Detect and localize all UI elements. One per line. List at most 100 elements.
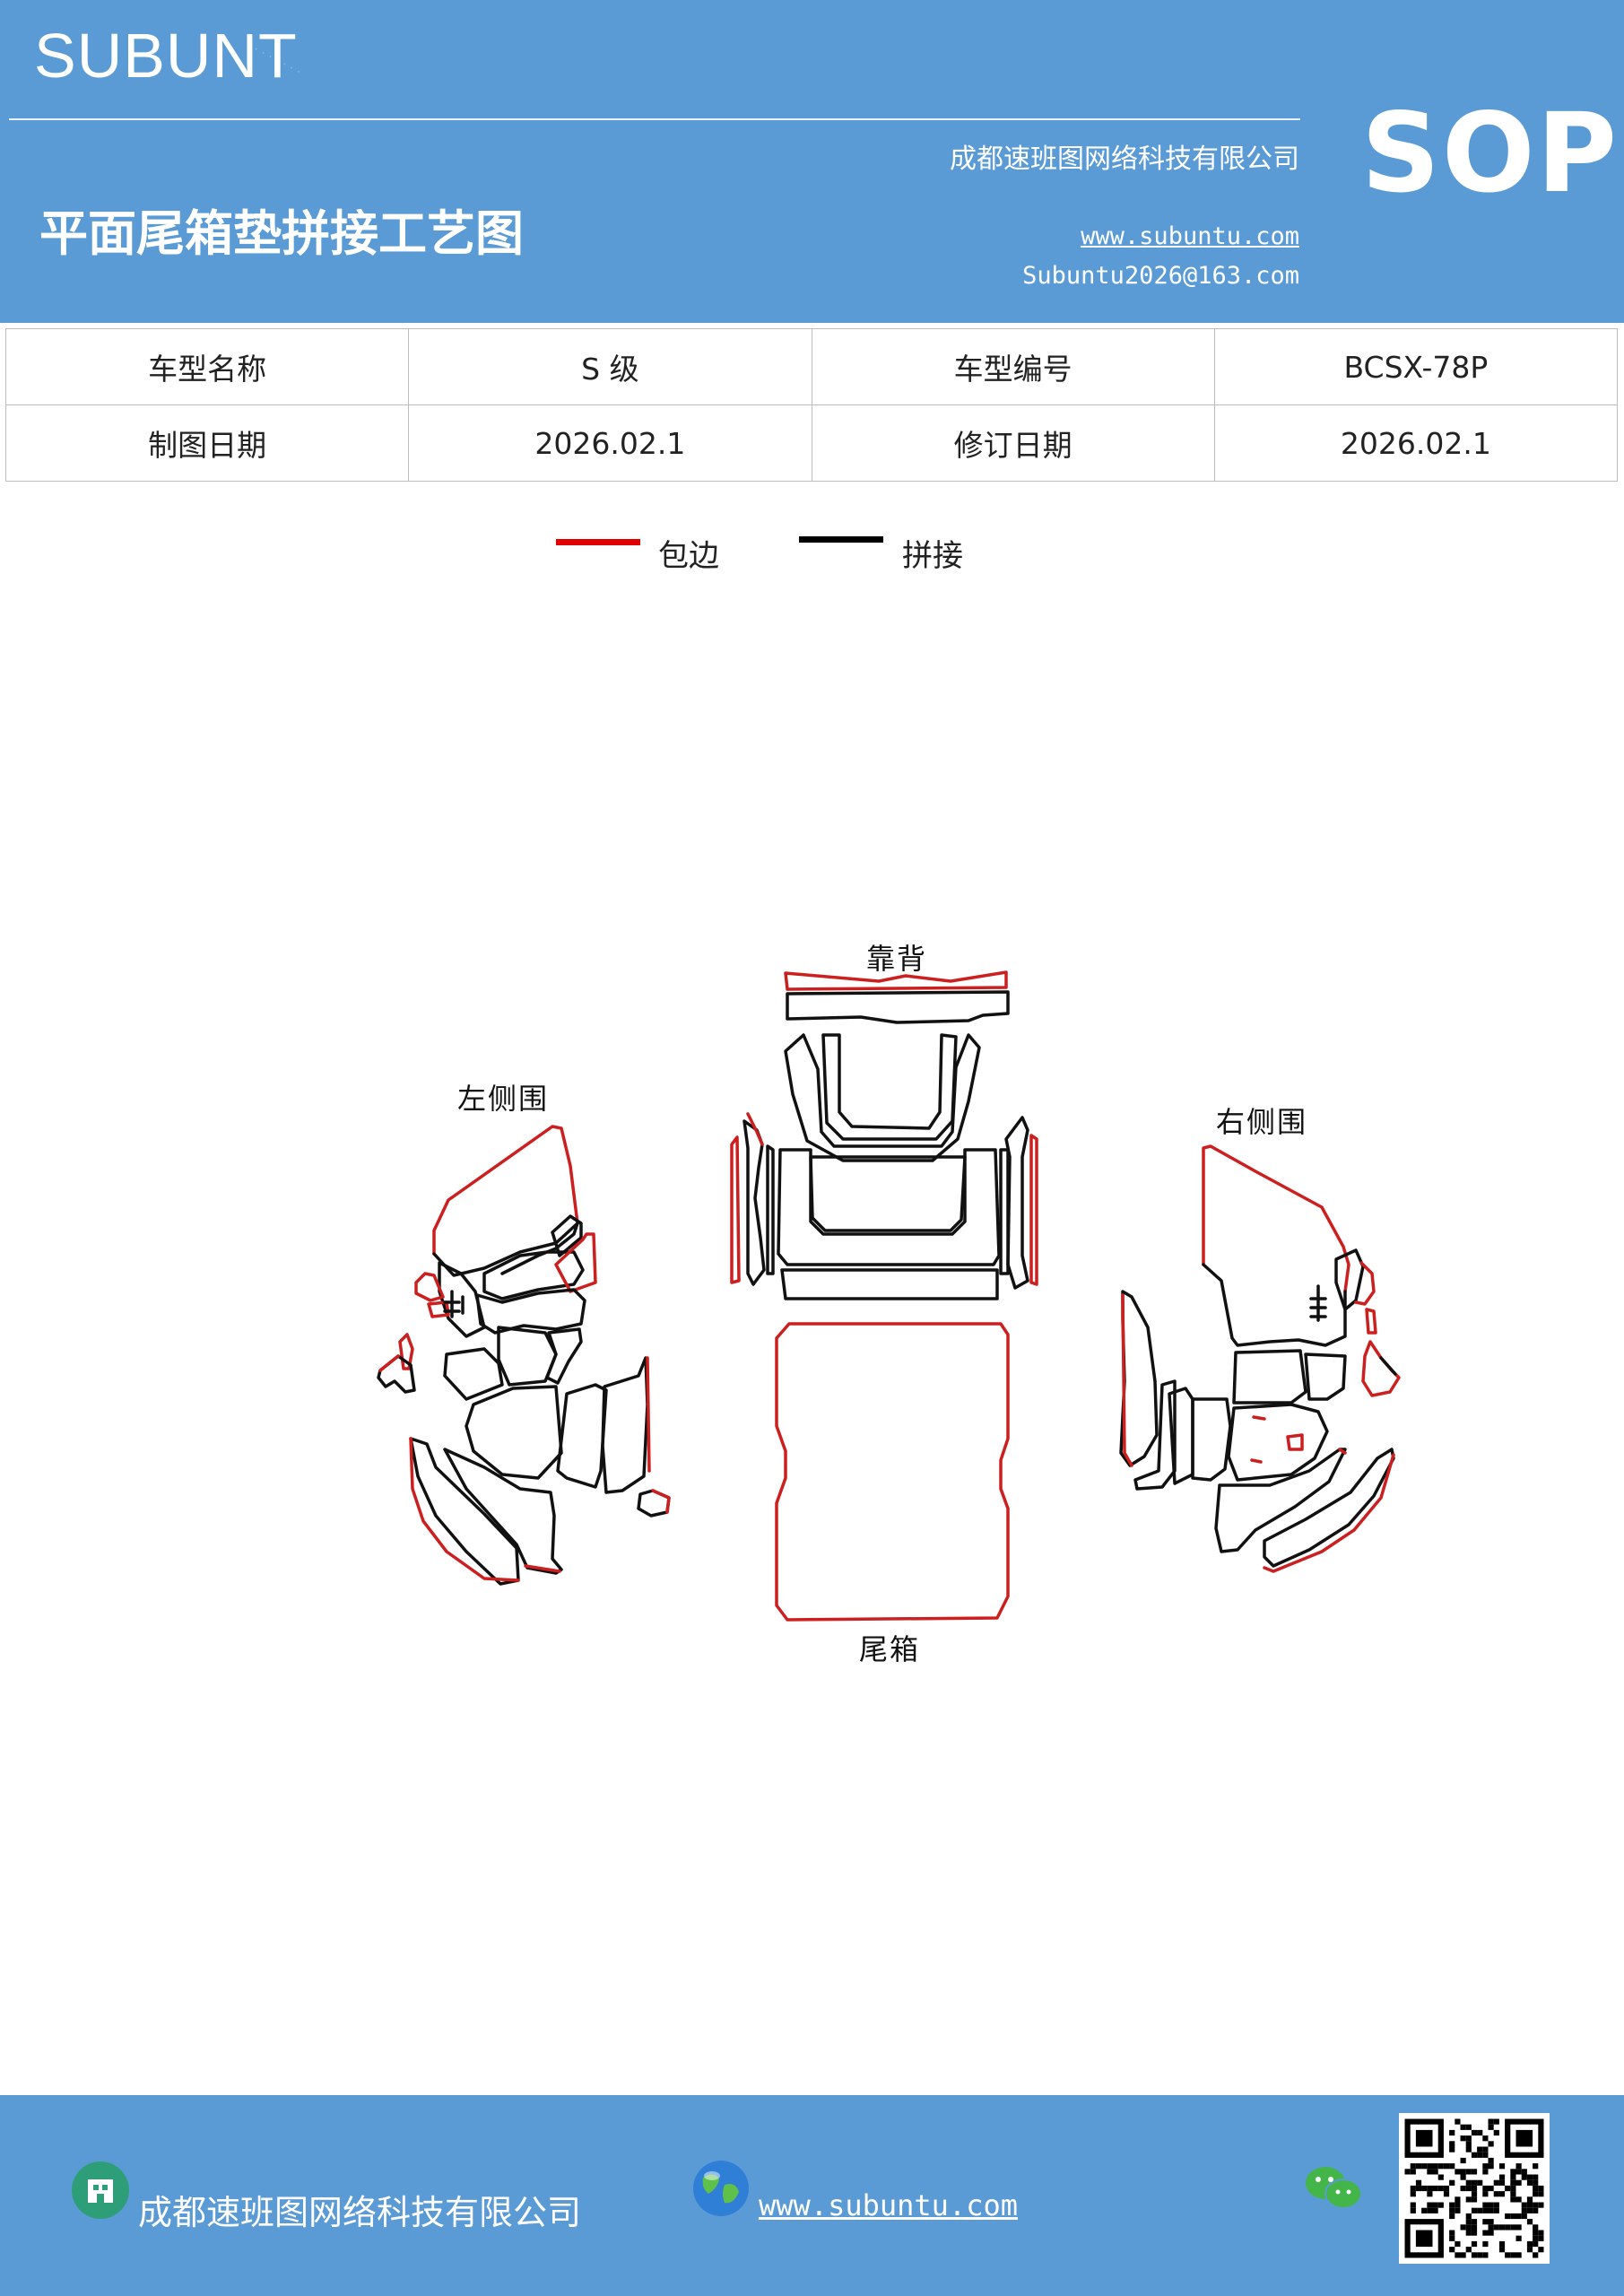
left-upper-panel-edge: [432, 1125, 579, 1256]
header-company: 成都速班图网络科技有限公司: [950, 144, 1299, 175]
right-panel-f: [1168, 1387, 1194, 1485]
left-lower-panel-2-edge: [524, 1564, 561, 1573]
backrest-left-side-2-edge: [746, 1112, 764, 1146]
right-panel-b: [1232, 1349, 1307, 1405]
legend-label-splice: 拼接: [902, 538, 963, 574]
label-right-side: 右侧围: [1216, 1105, 1308, 1139]
header-url-link[interactable]: www.subuntu.com: [1081, 222, 1299, 250]
left-small-piece-1: [414, 1272, 445, 1302]
left-claw: [377, 1354, 416, 1394]
table-cell: 修订日期: [811, 404, 1215, 482]
left-panel-g: [545, 1327, 583, 1385]
backrest-group: [730, 970, 1038, 1300]
right-lower-panel: [1214, 1448, 1347, 1553]
table-cell: 2026.02.1: [408, 404, 812, 482]
backrest-strip: [786, 990, 1010, 1024]
table-cell: 车型编号: [811, 328, 1215, 405]
wechat-icon: [1306, 2167, 1362, 2209]
info-table: 车型名称 S 级 车型编号 BCSX-78P 制图日期 2026.02.1 修订…: [4, 328, 1619, 482]
backrest-right-side-1: [1004, 1116, 1029, 1290]
right-lower-panel-2-edge: [1263, 1453, 1395, 1573]
right-upper-panel: [1202, 1263, 1347, 1347]
right-panel-a: [1334, 1248, 1365, 1311]
right-panel-d-edge: [1121, 1293, 1133, 1467]
right-panel-d: [1119, 1290, 1159, 1467]
left-lower-panel-2: [443, 1448, 563, 1575]
legend: 包边 拼接: [0, 520, 1624, 574]
left-thin-piece: [398, 1333, 414, 1370]
backrest-top-strip: [784, 970, 1008, 991]
backrest-right-edge: [1029, 1134, 1038, 1286]
right-upper-panel-edge: [1202, 1144, 1350, 1293]
backrest-bottom-strip: [780, 1268, 999, 1300]
backrest-right-side-2: [999, 1148, 1010, 1275]
left-panel-b: [551, 1214, 583, 1257]
left-panel-h: [465, 1385, 563, 1480]
left-panel-a: [482, 1250, 585, 1300]
left-side-group: [377, 1125, 671, 1586]
footer-banner: 成都速班图网络科技有限公司 www.subuntu.com: [0, 2095, 1624, 2296]
right-lower-panel-edge: [1338, 1448, 1347, 1455]
header-divider: [9, 118, 1300, 120]
label-left-side: 左侧围: [457, 1082, 550, 1116]
trunk-group: [775, 1322, 1010, 1622]
footer-url-link[interactable]: www.subuntu.com: [759, 2188, 1018, 2222]
backrest-left-side-3: [766, 1144, 775, 1275]
left-lower-panel: [409, 1437, 520, 1586]
left-panel-i: [556, 1383, 608, 1489]
right-small-piece: [1365, 1308, 1377, 1335]
left-marker: [443, 1290, 465, 1318]
left-panel-e: [497, 1326, 558, 1387]
table-cell: 车型名称: [4, 328, 410, 405]
left-lower-panel-edge: [409, 1437, 520, 1582]
legend-label-binding: 包边: [658, 538, 719, 574]
header-banner: · · · · · · · SUBUNT SOP 成都速班图网络科技有限公司 平…: [0, 0, 1624, 323]
brand-logo: SUBUNT: [34, 21, 298, 91]
table-cell: 制图日期: [4, 404, 410, 482]
qr-code: [1399, 2113, 1550, 2264]
right-claw: [1361, 1340, 1401, 1397]
table-row: 车型名称 S 级 车型编号 BCSX-78P: [4, 328, 1619, 405]
globe-icon: [693, 2161, 749, 2216]
backrest-u-panel-outer: [784, 1033, 981, 1162]
table-cell: BCSX-78P: [1213, 328, 1619, 405]
left-panel-j: [601, 1356, 649, 1494]
label-backrest: 靠背: [866, 942, 928, 976]
left-claw-edge: [378, 1354, 400, 1372]
left-panel-j-edge: [646, 1356, 651, 1473]
left-panel-d: [475, 1288, 586, 1335]
page-title: 平面尾箱垫拼接工艺图: [39, 204, 524, 262]
left-small-piece-2: [427, 1300, 450, 1318]
left-panel-f: [443, 1347, 504, 1401]
right-claw-inner: [1379, 1356, 1397, 1376]
table-cell: 2026.02.1: [1213, 404, 1619, 482]
right-panel-h: [1227, 1403, 1329, 1482]
right-panel-g: [1191, 1397, 1232, 1482]
right-marker-a: [1252, 1415, 1266, 1421]
table-row: 制图日期 2026.02.1 修订日期 2026.02.1: [4, 404, 1619, 482]
right-lower-panel-2: [1263, 1448, 1395, 1568]
backrest-left-side-1: [743, 1119, 766, 1286]
backrest-u-panel-inner: [821, 1033, 958, 1141]
trunk-panel: [775, 1322, 1010, 1622]
sop-label: SOP: [1361, 90, 1619, 217]
table-cell: S 级: [408, 328, 812, 405]
footer-company: 成都速班图网络科技有限公司: [138, 2193, 582, 2232]
legend-swatch-splice: [799, 536, 883, 543]
right-panel-a-edge: [1354, 1261, 1376, 1306]
backrest-center-panel: [809, 1155, 967, 1232]
right-marker: [1309, 1284, 1327, 1322]
right-panel-e: [1133, 1379, 1177, 1491]
right-marker-c: [1250, 1458, 1263, 1464]
backrest-left-edge: [730, 1135, 741, 1284]
header-email[interactable]: Subuntu2026@163.com: [1022, 262, 1299, 290]
qr-code-pattern: [1404, 2118, 1544, 2258]
right-panel-c: [1304, 1352, 1347, 1401]
building-icon: [72, 2161, 129, 2219]
right-side-group: [1119, 1144, 1401, 1573]
right-marker-b: [1286, 1433, 1304, 1451]
legend-swatch-binding: [556, 539, 640, 545]
label-trunk: 尾箱: [859, 1632, 921, 1666]
backrest-main-panel: [777, 1148, 1001, 1266]
